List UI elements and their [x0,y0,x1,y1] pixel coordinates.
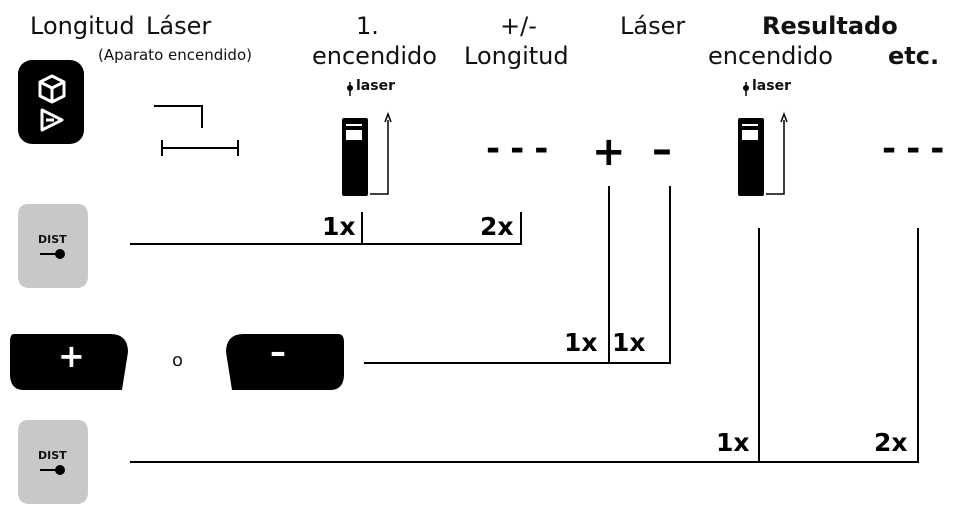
triangle-icon [40,108,64,132]
count-minus-press: 1x [612,328,646,357]
device-label-1: laser [356,78,395,94]
header-laser2: Láser [620,12,686,40]
minus-symbol: – [652,127,672,173]
laser-device-icon-2 [738,82,788,196]
header-first-number: 1. [356,12,379,40]
header-result: Resultado [762,12,898,40]
minus-connector [669,186,671,363]
header-longitud: Longitud [30,12,135,40]
device-label-2: laser [752,78,791,94]
plus-connector [608,186,610,363]
dist-button-2[interactable] [18,420,88,504]
plusminus-timeline [364,362,671,364]
minus-button-label: – [270,333,286,371]
header-laser-on: Láser [146,12,212,40]
dist-button-1[interactable] [18,204,88,288]
dashes-1: --- [486,129,559,169]
dist-label-2: DIST [38,449,67,462]
or-text: o [172,350,184,371]
header-plusminus-word: Longitud [464,42,569,70]
dist-timeline-2 [130,461,919,463]
count-plus-press: 1x [564,328,598,357]
header-plusminus-sign: +/- [500,12,537,40]
plus-symbol: + [592,129,626,175]
plus-button-label: + [58,337,85,375]
plus-button[interactable] [10,334,128,390]
dist-timeline-1 [130,243,522,245]
header-first-word: encendido [312,42,437,70]
count-etc-press: 2x [874,428,908,457]
header-laser2-word: encendido [708,42,833,70]
count-second-press: 2x [480,212,514,241]
header-etc: etc. [888,42,940,70]
etc-connector [917,228,919,462]
dashes-2: --- [882,129,955,169]
tick-second-press [520,212,522,244]
cube-icon [38,74,66,104]
dist-label-1: DIST [38,233,67,246]
count-first-press: 1x [322,212,356,241]
header-laser-on-note: (Aparato encendido) [98,46,252,64]
count-result-press: 1x [716,428,750,457]
result-connector [758,228,760,462]
mode-button[interactable] [18,60,84,144]
laser-device-icon-1 [342,82,392,196]
minus-button[interactable] [226,334,344,390]
length-symbol-icon [154,105,239,156]
tick-first-press [361,212,363,244]
